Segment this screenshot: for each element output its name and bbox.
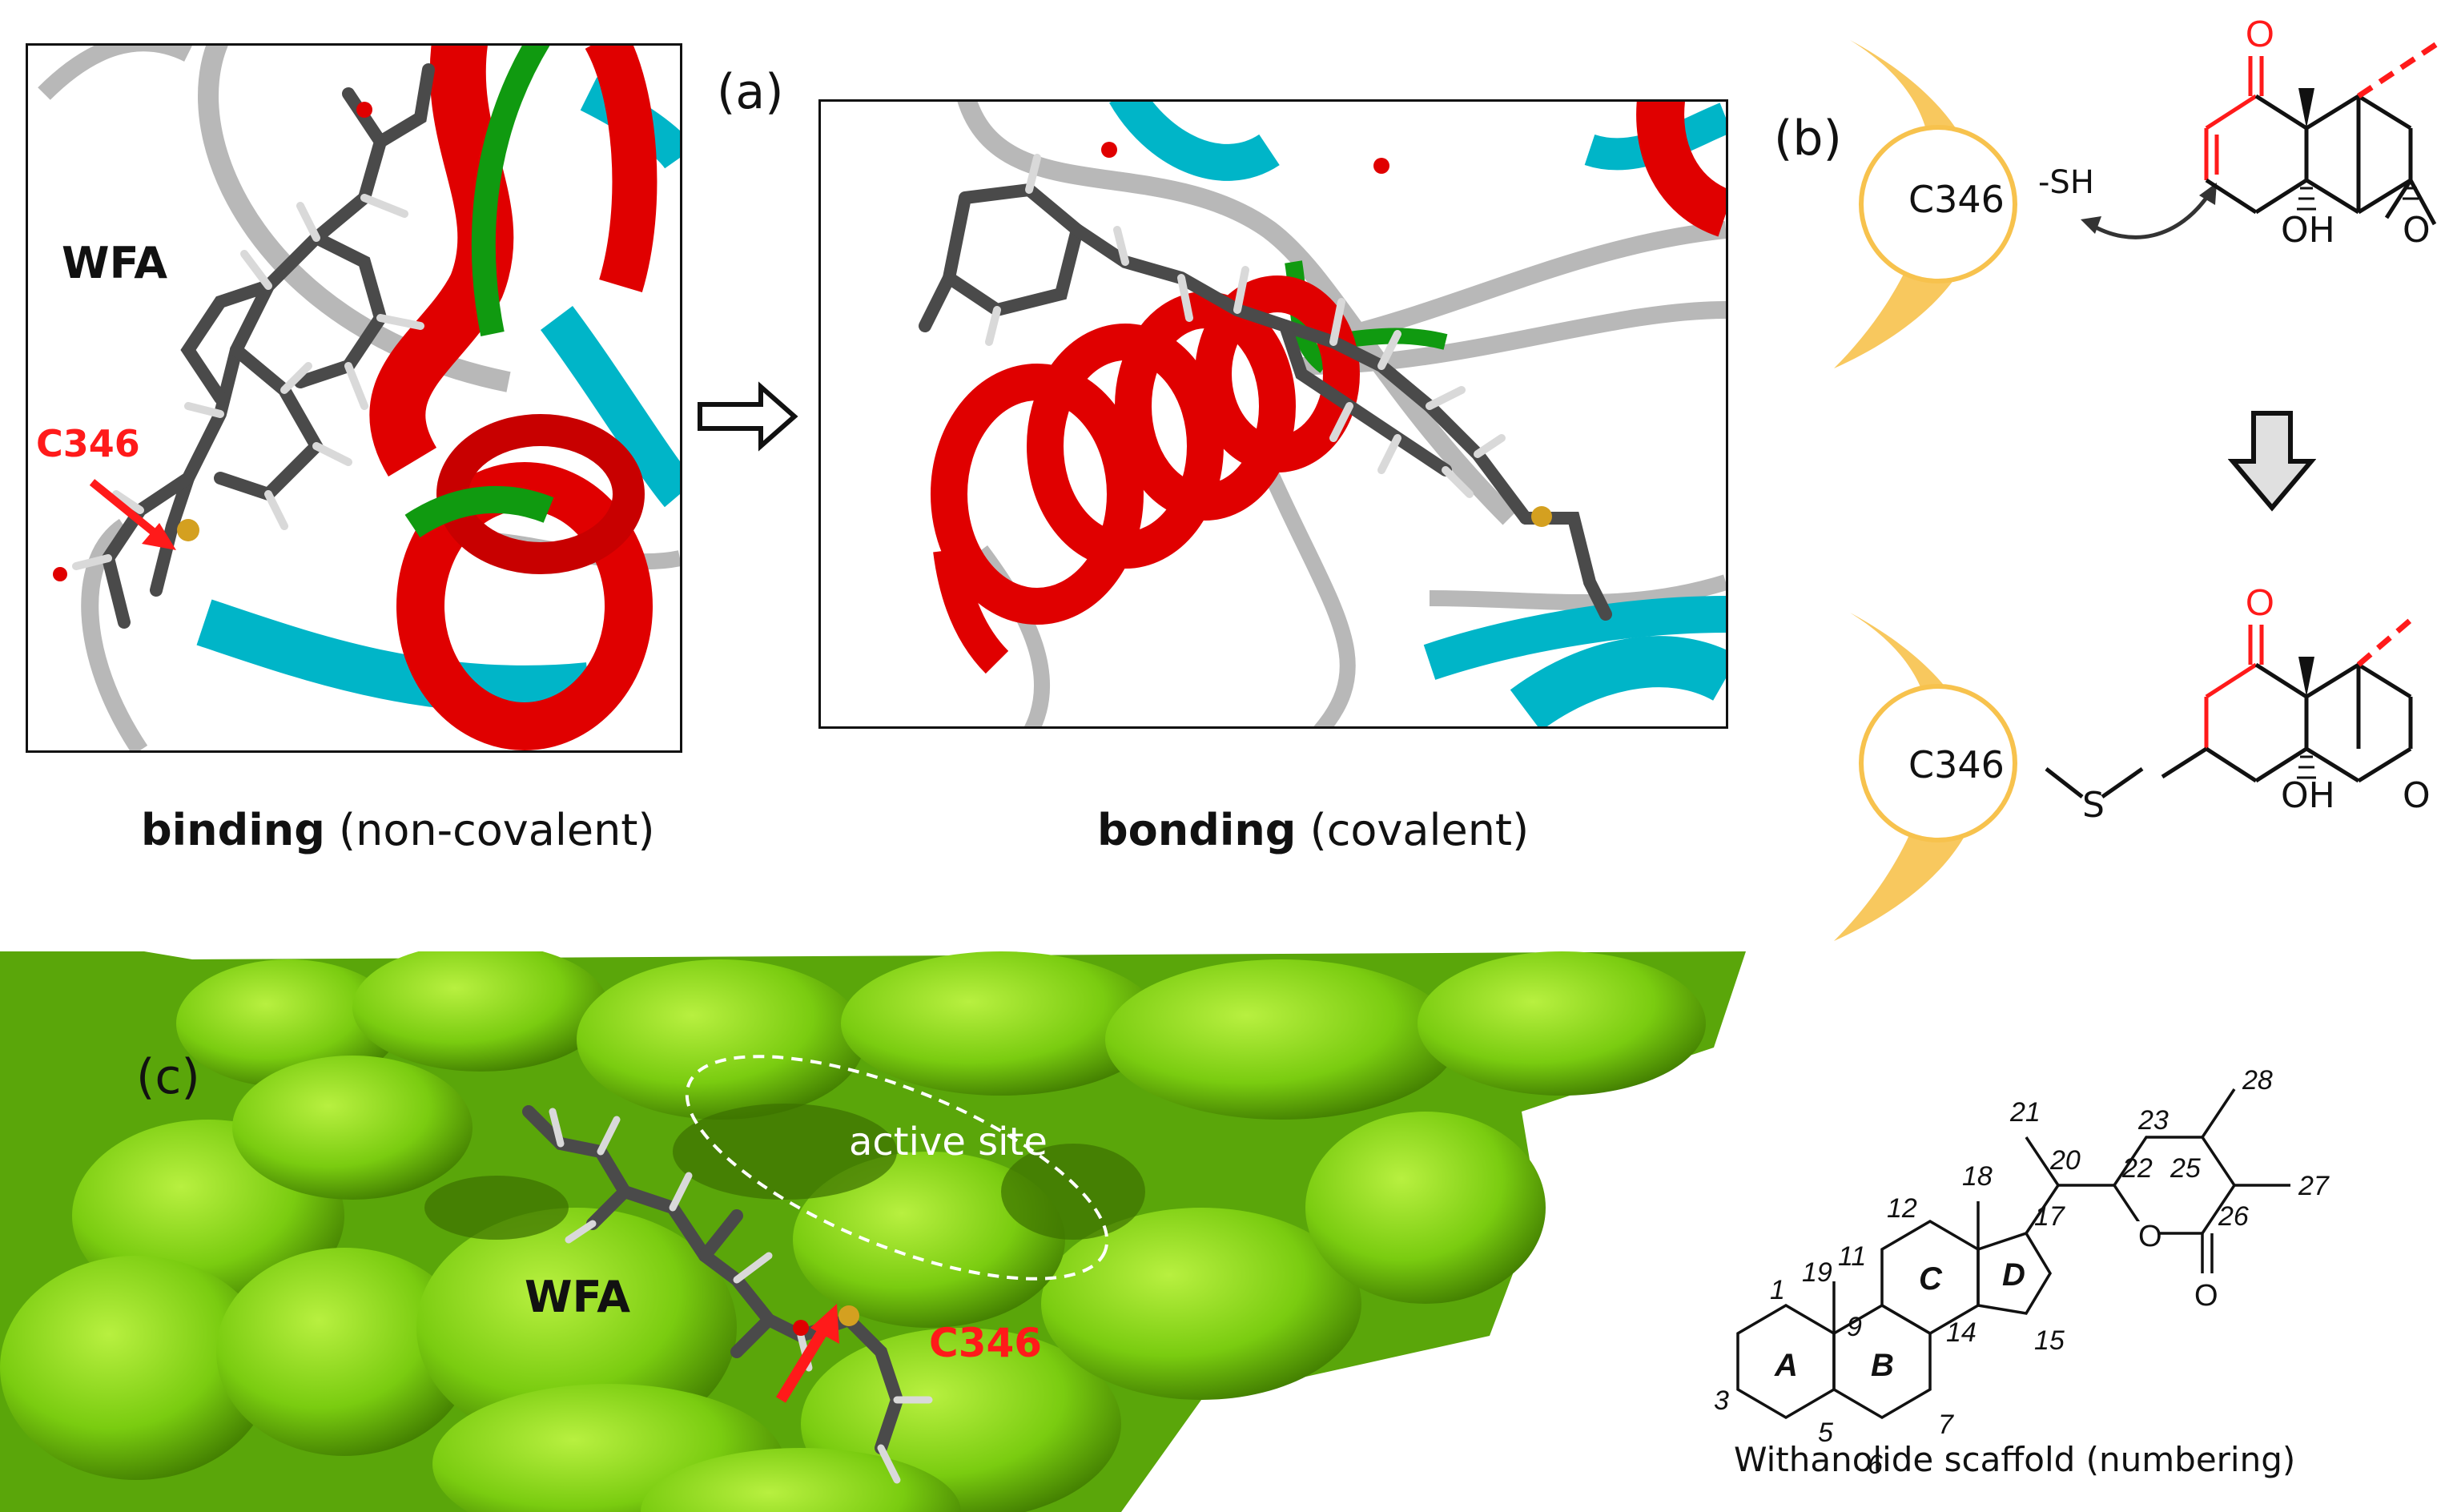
enone-molecule: O: [2204, 13, 2444, 226]
panel-b-letter: (b): [1774, 111, 1842, 167]
binding-caption-rest: (non-covalent): [324, 805, 655, 855]
bonding-caption-bold: bonding: [1097, 805, 1297, 855]
num-14: 14: [1946, 1317, 1977, 1348]
num-9: 9: [1847, 1312, 1862, 1342]
protein-surface: [0, 951, 1746, 1512]
num-17: 17: [2034, 1201, 2065, 1232]
panel-c-letter: (c): [136, 1049, 200, 1105]
num-7: 7: [1938, 1409, 1954, 1440]
residue-halo-bottom: [1834, 613, 2017, 941]
ring-b: B: [1871, 1348, 1894, 1383]
scaffold-caption: Withanolide scaffold (numbering): [1734, 1440, 2296, 1479]
c346-label: C346: [36, 422, 140, 465]
num-27: 27: [2298, 1171, 2330, 1201]
top-hydroxyl: OH: [2281, 210, 2335, 251]
adduct-o: O: [2246, 581, 2274, 623]
num-25: 25: [2170, 1153, 2201, 1184]
enone-o: O: [2246, 13, 2274, 54]
panel-a-left: WFA C346: [26, 43, 682, 753]
num-15: 15: [2034, 1325, 2065, 1356]
bottom-epoxide-o: O: [2403, 775, 2431, 816]
lactone-o: O: [2138, 1220, 2162, 1253]
c346-arrow: [89, 479, 176, 550]
active-site-label: active site: [849, 1120, 1048, 1164]
bonding-caption-rest: (covalent): [1296, 805, 1530, 855]
withanolide-scaffold: O O A B C D 1 3 5 6 7 9 11 12 14 15 17 1…: [1714, 1065, 2330, 1480]
transition-arrow: [698, 381, 798, 452]
surface-wfa-label: WFA: [525, 1272, 631, 1322]
surface-c346-label: C346: [929, 1320, 1043, 1366]
num-6: 6: [1868, 1450, 1883, 1480]
num-11: 11: [1838, 1241, 1866, 1272]
num-22: 22: [2121, 1153, 2153, 1184]
binding-caption-bold: binding: [141, 805, 325, 855]
bottom-hydroxyl: OH: [2281, 775, 2335, 816]
bonding-caption: bonding (covalent): [1097, 805, 1529, 855]
reaction-double-arrow: [2081, 183, 2217, 239]
panel-c-surface: active site WFA C346: [0, 951, 1762, 1512]
sulfur-bond: [2045, 766, 2144, 799]
num-1: 1: [1770, 1275, 1785, 1305]
wfa-label: WFA: [62, 238, 168, 288]
sulfur-label: S: [2082, 785, 2105, 826]
num-28: 28: [2242, 1065, 2273, 1096]
panel-a-right: [818, 99, 1728, 729]
num-19: 19: [1802, 1257, 1832, 1288]
residue-halo-top: [1834, 40, 2017, 368]
top-epoxide-o: O: [2403, 210, 2431, 251]
thiol-label: -SH: [2038, 164, 2094, 201]
num-23: 23: [2137, 1105, 2169, 1136]
num-26: 26: [2218, 1201, 2249, 1232]
binding-caption: binding (non-covalent): [141, 805, 655, 855]
num-3: 3: [1714, 1385, 1729, 1416]
num-12: 12: [1887, 1193, 1917, 1224]
adduct-molecule: O: [2161, 581, 2417, 783]
num-18: 18: [1962, 1161, 1993, 1192]
num-20: 20: [2049, 1145, 2081, 1176]
ring-c: C: [1919, 1261, 1943, 1297]
residue-bottom-label: C346: [1908, 743, 2005, 786]
reaction-down-arrow: [2228, 411, 2316, 512]
ring-a: A: [1774, 1348, 1798, 1383]
panel-a-letter: (a): [717, 64, 784, 120]
binding-structure: [38, 46, 680, 750]
bonding-structure: [919, 102, 1726, 726]
ring-d: D: [2002, 1257, 2025, 1293]
residue-top-label: C346: [1908, 178, 2005, 221]
num-21: 21: [2009, 1097, 2041, 1128]
carbonyl-o: O: [2194, 1279, 2218, 1313]
num-5: 5: [1818, 1418, 1833, 1448]
